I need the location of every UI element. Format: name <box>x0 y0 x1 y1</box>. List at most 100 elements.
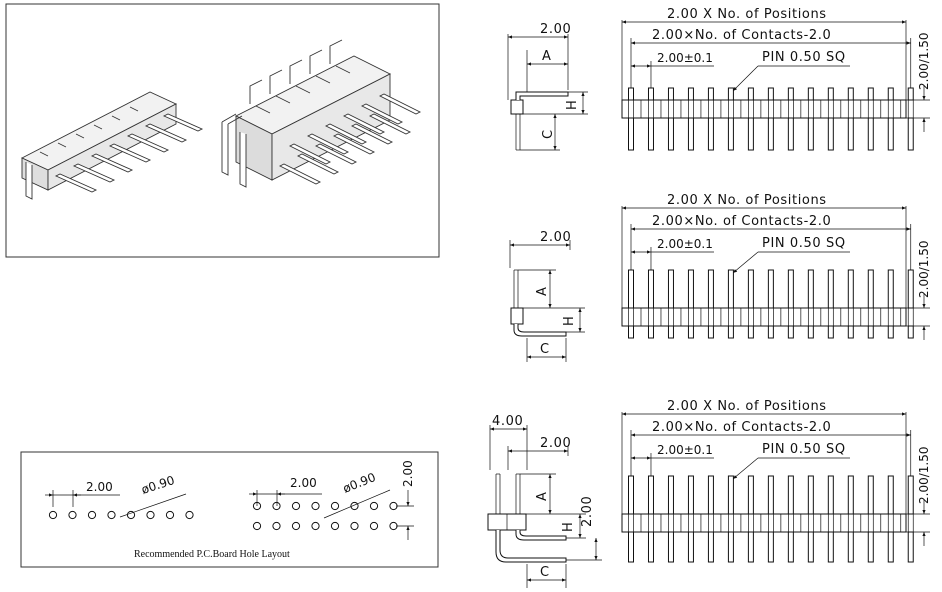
header-pin <box>807 325 814 339</box>
v3-label-c: C <box>540 565 550 580</box>
header-pin <box>887 87 894 101</box>
header-pin <box>767 475 774 515</box>
view-2-side: 2.00 A H C <box>509 230 585 362</box>
header-pin <box>687 117 694 151</box>
header-pin <box>747 117 754 151</box>
header-pin <box>827 117 834 151</box>
pcb-caption: Recommended P.C.Board Hole Layout <box>134 549 290 560</box>
pcb-row-spacing: 2.00 <box>401 460 415 487</box>
header-pin <box>647 117 654 151</box>
front-total-label: 2.00 X No. of Positions <box>667 7 827 22</box>
front-pin-label: PIN 0.50 SQ <box>762 236 846 251</box>
header-body <box>621 307 907 327</box>
single-row-holes <box>48 510 194 520</box>
v3-side-right: 2.00 <box>580 496 595 527</box>
v1-label-a: A <box>542 49 552 64</box>
pcb-hole <box>87 510 97 520</box>
pcb-hole <box>146 510 155 520</box>
header-pin <box>907 117 914 151</box>
header-pin <box>907 325 914 339</box>
view-3-side: 4.00 2.00 A H 2.00 C <box>487 414 602 588</box>
header-pin <box>667 475 674 515</box>
header-pin <box>707 531 714 563</box>
front-pitch-label: 2.00±0.1 <box>657 51 713 65</box>
header-pin <box>807 87 814 101</box>
header-pin <box>887 117 894 151</box>
header-pin <box>847 475 854 515</box>
pcb-hole <box>107 510 116 520</box>
v1-label-c: C <box>541 129 556 139</box>
pcb-hole-layout-panel: 2.00 ø0.90 2.00 ø0.90 2.00 Recommended P… <box>20 451 439 568</box>
header-pin <box>727 87 734 101</box>
front-pin-label: PIN 0.50 SQ <box>762 442 846 457</box>
pcb-hole <box>369 501 379 511</box>
front-total-label: 2.00 X No. of Positions <box>667 193 827 208</box>
pcb-hole <box>369 521 379 531</box>
header-pin <box>787 531 794 563</box>
v2-label-a: A <box>535 287 550 297</box>
pcb-hole <box>311 501 320 511</box>
header-pin <box>687 475 694 515</box>
header-pin <box>667 531 674 563</box>
header-pin <box>787 117 794 151</box>
v3-side-top: 2.00 <box>540 436 571 451</box>
pcb-hole <box>272 501 281 511</box>
header-pin <box>707 117 714 151</box>
pcb-single-pitch: 2.00 <box>86 480 113 494</box>
header-pin <box>847 269 854 309</box>
v3-label-a: A <box>535 492 550 502</box>
header-pin <box>887 475 894 515</box>
v2-label-c: C <box>540 342 550 357</box>
header-pin <box>647 87 654 101</box>
header-pin <box>907 87 914 101</box>
pcb-hole <box>330 521 340 531</box>
header-pin <box>747 325 754 339</box>
header-pin <box>667 117 674 151</box>
header-pin <box>727 269 734 309</box>
pcb-hole <box>252 521 262 531</box>
header-pin <box>887 531 894 563</box>
header-pin <box>727 325 734 339</box>
header-pin <box>628 325 634 339</box>
header-pin <box>827 269 834 309</box>
header-pin <box>647 531 654 563</box>
header-pin <box>827 87 834 101</box>
header-pin <box>747 531 754 563</box>
header-pin <box>707 87 714 101</box>
header-pin <box>687 87 694 101</box>
header-pin <box>687 325 694 339</box>
pcb-dual-pitch: 2.00 <box>290 476 317 490</box>
pcb-hole <box>126 510 136 520</box>
header-pin <box>867 475 874 515</box>
header-pin <box>767 325 774 339</box>
header-pin <box>667 269 674 309</box>
header-pin <box>867 87 874 101</box>
pcb-hole <box>350 501 359 511</box>
pcb-hole <box>272 521 281 531</box>
header-pin <box>847 87 854 101</box>
header-pin <box>787 475 794 515</box>
view-1-front: 2.00 X No. of Positions 2.00×No. of Conta… <box>621 7 931 151</box>
front-contacts-label: 2.00×No. of Contacts-2.0 <box>652 28 831 43</box>
header-pin <box>647 269 654 309</box>
header-pin <box>767 87 774 101</box>
v2-label-h: H <box>562 316 577 326</box>
front-pitch-label: 2.00±0.1 <box>657 443 713 457</box>
header-pin <box>887 325 894 339</box>
front-total-label: 2.00 X No. of Positions <box>667 399 827 414</box>
pcb-hole <box>291 501 301 511</box>
header-pin <box>747 87 754 101</box>
front-height-label: 2.00/1.50 <box>917 447 931 504</box>
header-pin <box>767 269 774 309</box>
v1-label-h: H <box>565 100 580 110</box>
header-pin <box>747 269 754 309</box>
header-pin <box>667 87 674 101</box>
header-pin <box>827 531 834 563</box>
header-pin <box>767 531 774 563</box>
front-height-label: 2.00/1.50 <box>917 241 931 298</box>
header-pin <box>687 269 694 309</box>
pcb-hole <box>350 521 359 531</box>
v2-side-top: 2.00 <box>540 230 571 245</box>
